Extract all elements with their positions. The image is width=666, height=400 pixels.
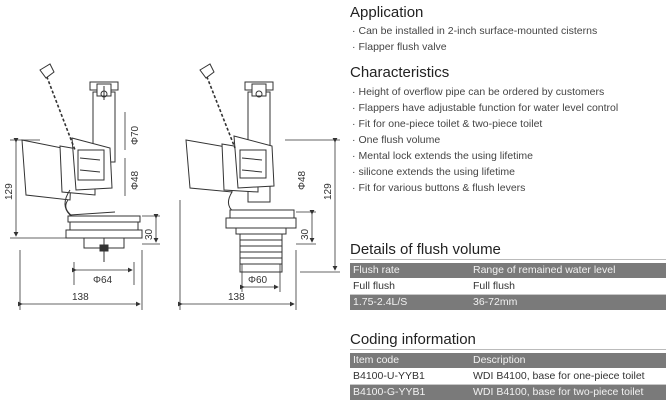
column-header: Description	[473, 354, 526, 366]
table-header-row: Item code Description	[350, 353, 666, 368]
dim-right-d48: Φ48	[297, 170, 308, 190]
table-row: 1.75-2.4L/S 36-72mm	[350, 295, 666, 310]
table-cell: Full flush	[473, 280, 516, 292]
dim-right-width: 138	[228, 292, 245, 303]
dim-left-base-h: 30	[144, 228, 155, 240]
table-row: Full flush Full flush	[350, 279, 666, 295]
dim-right-height: 129	[323, 183, 334, 200]
table-cell: 36-72mm	[473, 296, 518, 308]
characteristics-item: silicone extends the using lifetime	[352, 166, 515, 178]
dim-left-d48: Φ48	[130, 170, 141, 190]
application-heading: Application	[350, 4, 424, 21]
table-cell: WDI B4100, base for two-piece toilet	[473, 386, 644, 398]
application-item: Can be installed in 2-inch surface-mount…	[352, 25, 598, 37]
dim-right-base-h: 30	[300, 228, 311, 240]
characteristics-item: One flush volume	[352, 134, 441, 146]
table-row: B4100-U-YYB1 WDI B4100, base for one-pie…	[350, 369, 666, 385]
table-cell: B4100-G-YYB1	[353, 386, 426, 398]
column-header: Item code	[353, 354, 400, 366]
drawing-left	[10, 63, 160, 310]
table-cell: B4100-U-YYB1	[353, 370, 425, 382]
dim-left-width: 138	[72, 292, 89, 303]
dim-left-height: 129	[4, 183, 15, 200]
characteristics-heading: Characteristics	[350, 64, 450, 81]
table-cell: 1.75-2.4L/S	[353, 296, 408, 308]
coding-heading: Coding information	[350, 331, 476, 348]
column-header: Flush rate	[353, 264, 400, 276]
dim-left-d70: Φ70	[130, 125, 141, 145]
table-row: B4100-G-YYB1 WDI B4100, base for two-pie…	[350, 385, 666, 400]
characteristics-item: Fit for one-piece toilet & two-piece toi…	[352, 118, 543, 130]
technical-drawings: Φ70 Φ48 129 30 Φ64 138 Φ48 129 30 Φ60 13…	[4, 63, 340, 310]
dim-right-d60: Φ60	[248, 275, 268, 286]
flush-volume-heading: Details of flush volume	[350, 241, 501, 258]
coding-divider	[350, 349, 666, 350]
table-cell: WDI B4100, base for one-piece toilet	[473, 370, 645, 382]
table-header-row: Flush rate Range of remained water level	[350, 263, 666, 278]
characteristics-item: Height of overflow pipe can be ordered b…	[352, 86, 605, 98]
table-cell: Full flush	[353, 280, 396, 292]
characteristics-item: Flappers have adjustable function for wa…	[352, 102, 619, 114]
drawing-right	[178, 63, 340, 310]
characteristics-item: Mental lock extends the using lifetime	[352, 150, 534, 162]
column-header: Range of remained water level	[473, 264, 616, 276]
flush-volume-divider	[350, 259, 666, 260]
dim-left-d64: Φ64	[93, 275, 113, 286]
application-item: Flapper flush valve	[352, 41, 447, 53]
characteristics-item: Fit for various buttons & flush levers	[352, 182, 526, 194]
